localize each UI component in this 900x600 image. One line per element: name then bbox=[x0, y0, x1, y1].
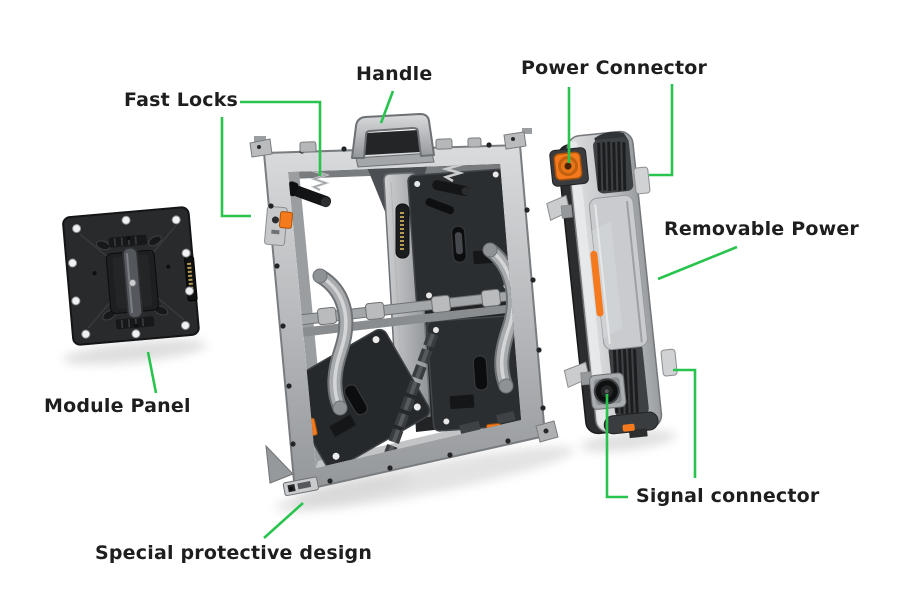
leader-special-protective bbox=[263, 502, 304, 539]
cabinet-shadow-core bbox=[296, 476, 414, 504]
label-signal-connector: Signal connector bbox=[636, 485, 820, 507]
leader-removable-power bbox=[657, 245, 738, 281]
fast-lock-spring-right bbox=[432, 164, 470, 196]
tube-bosses bbox=[312, 242, 514, 416]
corner-oval-pads bbox=[95, 235, 169, 321]
module-screws bbox=[68, 215, 194, 339]
label-removable-power: Removable Power bbox=[664, 218, 859, 240]
orange-clip-left-edge bbox=[278, 211, 294, 229]
psu-right-tab-top bbox=[633, 166, 651, 195]
curved-tube-right bbox=[485, 243, 521, 389]
ribbed-strips bbox=[108, 234, 155, 330]
label-module-panel: Module Panel bbox=[44, 395, 191, 417]
connector-pins bbox=[186, 262, 194, 295]
psu-shadow bbox=[580, 430, 676, 452]
module-back-top-right bbox=[407, 168, 517, 306]
module-shadow bbox=[63, 339, 207, 365]
leader-module-panel bbox=[146, 351, 158, 394]
cabinet-frame-illustration bbox=[249, 113, 559, 497]
frame-screws bbox=[268, 142, 546, 484]
psu-left-tabs bbox=[546, 194, 593, 389]
cabinet-interior bbox=[288, 164, 521, 468]
label-fast-locks: Fast Locks bbox=[124, 89, 239, 111]
label-handle: Handle bbox=[356, 63, 433, 85]
label-power-connector: Power Connector bbox=[521, 57, 708, 79]
label-special-protective-design: Special protective design bbox=[95, 542, 373, 564]
power-supply-illustration bbox=[546, 130, 678, 439]
power-connector-socket bbox=[549, 147, 589, 187]
top-handle bbox=[351, 113, 435, 168]
psu-edge-highlight bbox=[568, 141, 607, 426]
psu-crease-light bbox=[594, 204, 611, 344]
module-rivets bbox=[92, 236, 171, 328]
leader-handle bbox=[379, 90, 395, 124]
leader-fast-locks-spring bbox=[240, 100, 322, 176]
psu-ribbed-top bbox=[593, 137, 634, 194]
top-hinge-blocks bbox=[299, 137, 482, 153]
corner-brackets bbox=[249, 128, 559, 443]
leader-signal-connector-right bbox=[673, 368, 697, 478]
leader-fast-locks-edge bbox=[220, 117, 251, 218]
center-screw bbox=[128, 278, 137, 287]
psu-bottom-cap bbox=[603, 411, 659, 439]
leader-power-connector-right bbox=[649, 84, 674, 177]
psu-right-tab-bottom bbox=[660, 348, 678, 377]
signal-connector-socket bbox=[589, 372, 627, 410]
protective-corner bbox=[265, 444, 319, 497]
ground-shadows bbox=[63, 339, 676, 512]
psu-orange-stripe bbox=[590, 250, 604, 317]
module-panel-illustration bbox=[62, 206, 200, 346]
psu-crease-dark bbox=[625, 201, 643, 343]
leader-signal-connector-left bbox=[605, 394, 628, 499]
diagonal-strut bbox=[383, 332, 439, 457]
curved-tube-left bbox=[315, 269, 354, 412]
leader-lines bbox=[146, 84, 738, 539]
center-plate-slot bbox=[395, 203, 410, 259]
